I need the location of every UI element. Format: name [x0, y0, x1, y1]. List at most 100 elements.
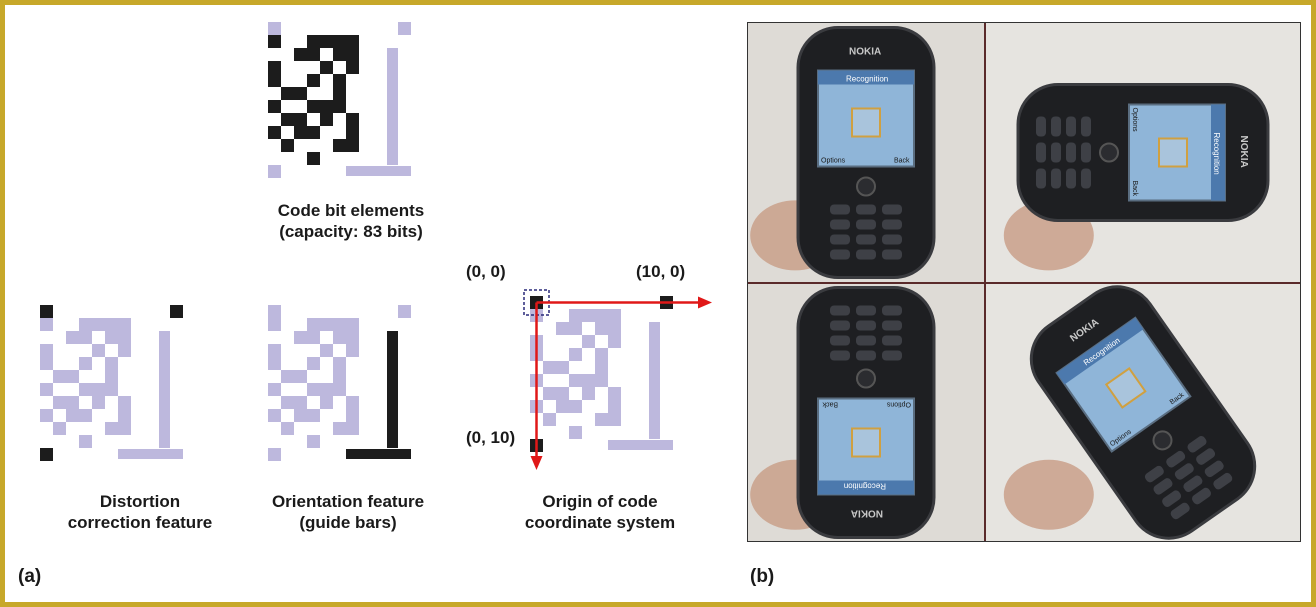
phone-key	[1183, 475, 1203, 493]
code-module	[118, 422, 131, 435]
code-module	[569, 348, 582, 361]
left-softkey: Options	[886, 401, 911, 408]
origin-coordinate-diagram	[523, 289, 712, 470]
phone-key	[830, 320, 850, 331]
code-module	[118, 318, 131, 331]
code-module	[595, 374, 608, 387]
code-module	[294, 396, 307, 409]
code-module	[40, 383, 53, 396]
code-module	[333, 139, 346, 152]
phone-joystick	[1099, 142, 1119, 163]
code-module	[320, 318, 333, 331]
phone-brand: NOKIA	[849, 47, 881, 58]
left-softkey: Options	[821, 158, 846, 165]
phone-key	[1036, 168, 1046, 189]
code-module	[118, 344, 131, 357]
code-module	[53, 370, 66, 383]
phone-key	[1036, 116, 1046, 137]
phone-key	[856, 219, 876, 230]
code-module	[320, 383, 333, 396]
code-module	[569, 426, 582, 439]
code-module	[268, 357, 281, 370]
phone-screen-titlebar	[818, 480, 914, 495]
code-module	[281, 396, 294, 409]
distortion-correction-caption: Distortion correction feature	[67, 492, 213, 532]
code-module	[268, 126, 281, 139]
code-module	[307, 318, 320, 331]
code-module	[346, 422, 359, 435]
code-module	[320, 100, 333, 113]
phone-key	[830, 305, 850, 316]
code-module	[307, 35, 320, 48]
code-module	[92, 396, 105, 409]
code-module	[66, 370, 79, 383]
corner-module	[268, 305, 281, 318]
distortion-correction-diagram	[40, 305, 183, 461]
code-module	[268, 344, 281, 357]
code-module	[294, 48, 307, 61]
hand	[1003, 459, 1094, 530]
phone-key	[1066, 116, 1076, 137]
code-module	[92, 344, 105, 357]
code-bit-elements-caption: Code bit elements (capacity: 83 bits)	[277, 201, 425, 241]
phone-key	[830, 335, 850, 346]
code-module	[40, 357, 53, 370]
code-module	[569, 309, 582, 322]
code-module	[346, 61, 359, 74]
code-module	[307, 409, 320, 422]
code-module	[333, 383, 346, 396]
code-module	[333, 318, 346, 331]
code-module	[105, 383, 118, 396]
guide-bar-vertical	[159, 331, 170, 448]
phone-key	[1153, 478, 1173, 495]
code-module	[333, 87, 346, 100]
phone-key	[856, 350, 876, 361]
phone-key	[1066, 142, 1076, 163]
code-module	[543, 413, 556, 426]
phone-key	[882, 350, 902, 361]
code-module	[268, 61, 281, 74]
left-softkey: Options	[1131, 108, 1138, 133]
code-module	[320, 35, 333, 48]
code-module	[307, 383, 320, 396]
code-module	[556, 322, 569, 335]
code-module	[333, 74, 346, 87]
panel-b-label: (b)	[750, 566, 775, 587]
code-module	[79, 409, 92, 422]
phone-key	[1196, 448, 1216, 465]
phone-screen-title: Recognition	[846, 75, 888, 84]
phone-key	[1066, 168, 1076, 189]
phone-joystick	[856, 368, 876, 389]
code-module	[281, 422, 294, 435]
code-module	[294, 87, 307, 100]
code-module	[569, 400, 582, 413]
phone-key	[1051, 116, 1061, 137]
code-module	[66, 331, 79, 344]
guide-bar-vertical	[387, 331, 398, 448]
code-module	[595, 361, 608, 374]
phone-key	[856, 305, 876, 316]
phone-key	[1162, 490, 1182, 507]
guide-bar-vertical	[387, 48, 398, 165]
code-module	[543, 387, 556, 400]
code-module	[105, 357, 118, 370]
code-module	[40, 409, 53, 422]
phone-key	[1204, 460, 1224, 478]
right-softkey: Back	[894, 158, 910, 165]
x-axis-arrowhead	[698, 296, 712, 309]
code-module	[569, 374, 582, 387]
code-module	[333, 100, 346, 113]
code-module	[333, 48, 346, 61]
phone-key	[1192, 487, 1211, 505]
code-module	[268, 35, 281, 48]
code-module	[346, 35, 359, 48]
code-module	[79, 318, 92, 331]
code-module	[346, 113, 359, 126]
code-module	[346, 396, 359, 409]
code-module	[268, 318, 281, 331]
phone-key	[830, 350, 850, 361]
orientation-feature-caption: Orientation feature (guide bars)	[271, 492, 425, 532]
